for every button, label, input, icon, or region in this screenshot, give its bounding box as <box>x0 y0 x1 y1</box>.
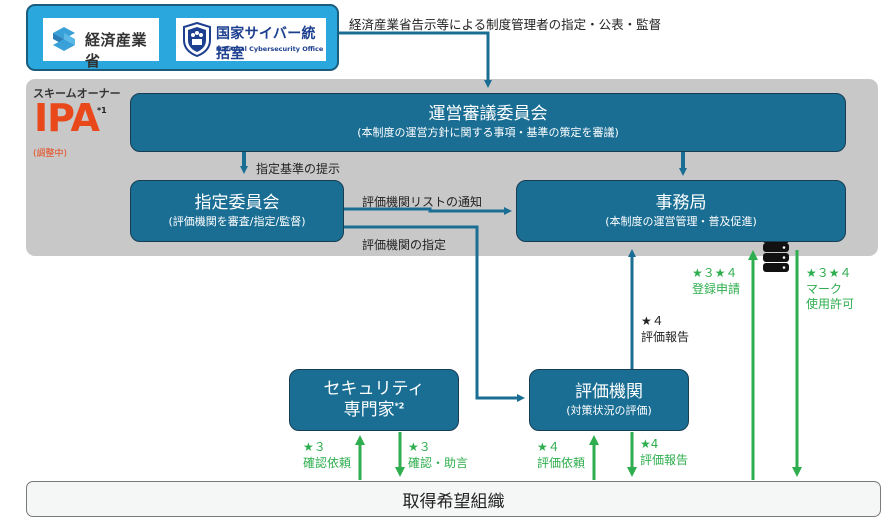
designation-label: 評価機関の指定 <box>362 238 447 252</box>
confirm-advice-label: ★３ 確認・助言 <box>408 440 468 471</box>
confirm-advice-text: 確認・助言 <box>408 455 469 470</box>
ipa-logo: IPA <box>34 96 100 140</box>
meti-name: 経済産業省 <box>85 31 148 70</box>
eval-report-down-label: ★4 評価報告 <box>640 437 688 468</box>
eval-report-down-star: ★4 <box>640 437 659 451</box>
list-notice-label: 評価機関リストの通知 <box>362 195 483 209</box>
mark-license-star: ★３★４ <box>806 266 852 280</box>
security-expert-title: セキュリティ <box>323 378 425 399</box>
eval-report-up-star: ★４ <box>641 314 664 328</box>
nisc-name: 国家サイバー統括室 <box>216 26 316 62</box>
evaluation-body-title: 評価機関 <box>575 381 643 402</box>
nisc-subtitle: National Cybersecurity Office <box>216 45 324 53</box>
confirm-request-text: 確認依頼 <box>303 455 352 470</box>
secretariat-node[interactable]: 事務局 (本制度の運営管理・普及促進) <box>516 180 846 242</box>
security-expert-footnote: *2 <box>394 401 405 411</box>
criteria-label: 指定基準の提示 <box>256 162 341 176</box>
registration-label: ★３★４ 登録申請 <box>692 266 740 297</box>
security-expert-title2: 専門家*2 <box>344 400 405 421</box>
eval-report-up-label: ★４ 評価報告 <box>641 313 689 345</box>
steering-committee-node[interactable]: 運営審議委員会 (本制度の運営方針に関する事項・基準の策定を審議) <box>130 93 846 152</box>
evaluation-body-subtitle: (対策状況の評価) <box>566 403 652 417</box>
nisc-emblem-icon <box>183 22 211 57</box>
confirm-request-star: ★３ <box>303 440 326 454</box>
registration-star: ★３★４ <box>692 266 738 280</box>
mark-license-label: ★３★４ マーク 使用許可 <box>806 266 854 313</box>
ipa-status: (調整中) <box>33 149 68 159</box>
security-expert-node[interactable]: セキュリティ 専門家*2 <box>289 369 459 431</box>
nisc-logo: 国家サイバー統括室 National Cybersecurity Office <box>176 18 326 62</box>
arrow-oversight <box>339 31 492 88</box>
scheme-owner-label: スキームオーナー <box>33 87 121 100</box>
meti-logo-icon <box>53 27 75 51</box>
security-expert-title2-text: 専門家 <box>343 400 395 420</box>
steering-committee-subtitle: (本制度の運営方針に関する事項・基準の策定を審議) <box>357 126 619 140</box>
meti-logo: 経済産業省 <box>43 18 159 70</box>
secretariat-title: 事務局 <box>655 192 707 213</box>
secretariat-subtitle: (本制度の運営管理・普及促進) <box>605 214 757 228</box>
eval-request-label: ★４ 評価依頼 <box>537 440 585 471</box>
designation-committee-node[interactable]: 指定委員会 (評価機関を審査/指定/監督) <box>130 180 344 242</box>
evaluation-body-node[interactable]: 評価機関 (対策状況の評価) <box>529 369 689 431</box>
mark-license-text1: マーク <box>806 281 843 296</box>
government-box: 経済産業省 国家サイバー統括室 National Cybersecurity O… <box>26 4 339 71</box>
confirm-request-label: ★３ 確認依頼 <box>303 440 351 471</box>
ipa-footnote: *1 <box>97 106 107 115</box>
registration-text: 登録申請 <box>692 281 741 296</box>
arrow-designation <box>343 225 525 402</box>
designation-committee-title: 指定委員会 <box>194 192 280 213</box>
mark-license-text2: 使用許可 <box>806 297 855 312</box>
oversight-label: 経済産業省告示等による制度管理者の指定・公表・監督 <box>349 17 662 32</box>
eval-request-text: 評価依頼 <box>537 455 586 470</box>
database-icon <box>763 237 789 272</box>
designation-committee-subtitle: (評価機関を審査/指定/監督) <box>168 214 306 228</box>
eval-request-star: ★４ <box>537 440 560 454</box>
eval-report-up-text: 評価報告 <box>641 330 690 345</box>
eval-report-down-text: 評価報告 <box>640 452 689 467</box>
arrow-list-notice <box>343 207 512 215</box>
steering-committee-title: 運営審議委員会 <box>428 104 548 125</box>
confirm-advice-star: ★３ <box>408 440 431 454</box>
applicant-organization-node[interactable]: 取得希望組織 <box>26 481 881 517</box>
